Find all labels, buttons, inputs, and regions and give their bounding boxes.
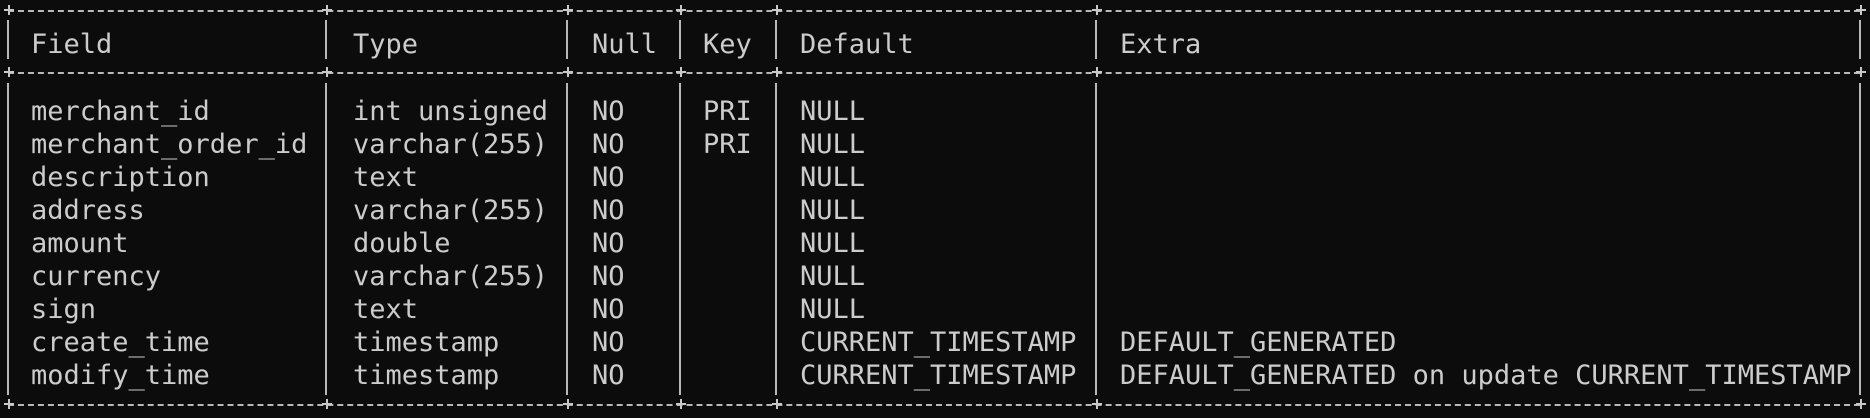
border-junction <box>563 5 573 15</box>
table-cell-default: NULL <box>800 195 866 226</box>
header-column-separator <box>566 20 568 59</box>
table-cell-default: NULL <box>800 96 866 127</box>
border-junction <box>1092 5 1102 15</box>
border-junction <box>563 67 573 77</box>
table-cell-extra: DEFAULT_GENERATED <box>1120 327 1397 358</box>
header-column-separator <box>325 20 327 59</box>
column-header-default: Default <box>800 29 914 60</box>
border-junction <box>772 399 782 409</box>
table-cell-field: description <box>31 162 210 193</box>
table-cell-null: NO <box>592 327 625 358</box>
border-junction <box>322 67 332 77</box>
border-junction <box>1856 67 1866 77</box>
table-cell-null: NO <box>592 294 625 325</box>
table-cell-default: NULL <box>800 162 866 193</box>
table-cell-null: NO <box>592 228 625 259</box>
table-top-border <box>8 10 1860 12</box>
table-cell-field: address <box>31 195 145 226</box>
header-column-separator <box>1095 20 1097 59</box>
table-cell-key: PRI <box>703 129 752 160</box>
body-column-separator <box>1859 83 1861 395</box>
header-column-separator <box>7 20 9 59</box>
border-junction <box>322 399 332 409</box>
table-cell-type: int unsigned <box>353 96 549 127</box>
border-junction <box>676 5 686 15</box>
table-cell-type: timestamp <box>353 327 500 358</box>
table-cell-type: varchar(255) <box>353 261 549 292</box>
table-cell-default: CURRENT_TIMESTAMP <box>800 327 1077 358</box>
table-cell-field: create_time <box>31 327 210 358</box>
body-column-separator <box>7 83 9 395</box>
table-bottom-border <box>8 404 1860 406</box>
column-header-null: Null <box>592 29 658 60</box>
table-cell-null: NO <box>592 129 625 160</box>
table-cell-type: text <box>353 162 419 193</box>
table-cell-default: NULL <box>800 261 866 292</box>
table-cell-field: merchant_id <box>31 96 210 127</box>
table-cell-default: NULL <box>800 228 866 259</box>
table-cell-null: NO <box>592 96 625 127</box>
border-junction <box>563 399 573 409</box>
border-junction <box>4 67 14 77</box>
table-cell-type: varchar(255) <box>353 195 549 226</box>
border-junction <box>1856 399 1866 409</box>
table-cell-type: double <box>353 228 451 259</box>
border-junction <box>676 67 686 77</box>
table-cell-type: varchar(255) <box>353 129 549 160</box>
body-column-separator <box>566 83 568 395</box>
column-header-extra: Extra <box>1120 29 1202 60</box>
border-junction <box>4 5 14 15</box>
table-cell-field: currency <box>31 261 162 292</box>
border-junction <box>772 5 782 15</box>
column-header-field: Field <box>31 29 113 60</box>
table-cell-null: NO <box>592 360 625 391</box>
table-cell-type: timestamp <box>353 360 500 391</box>
table-cell-field: modify_time <box>31 360 210 391</box>
table-cell-key: PRI <box>703 96 752 127</box>
border-junction <box>4 399 14 409</box>
describe-table-output: Field Type Null Key Default Extra merchant_id i… <box>4 5 1866 409</box>
border-junction <box>1092 67 1102 77</box>
border-junction <box>1856 5 1866 15</box>
table-cell-default: NULL <box>800 129 866 160</box>
table-cell-null: NO <box>592 261 625 292</box>
table-cell-field: sign <box>31 294 97 325</box>
table-cell-field: merchant_order_id <box>31 129 308 160</box>
table-cell-default: NULL <box>800 294 866 325</box>
table-cell-default: CURRENT_TIMESTAMP <box>800 360 1077 391</box>
column-header-type: Type <box>353 29 419 60</box>
header-column-separator <box>775 20 777 59</box>
table-cell-null: NO <box>592 162 625 193</box>
table-cell-field: amount <box>31 228 129 259</box>
header-column-separator <box>679 20 681 59</box>
body-column-separator <box>325 83 327 395</box>
border-junction <box>772 67 782 77</box>
table-header-separator <box>8 72 1860 74</box>
body-column-separator <box>679 83 681 395</box>
body-column-separator <box>1095 83 1097 395</box>
header-column-separator <box>1859 20 1861 59</box>
table-cell-null: NO <box>592 195 625 226</box>
table-cell-extra: DEFAULT_GENERATED on update CURRENT_TIME… <box>1120 360 1852 391</box>
column-header-key: Key <box>703 29 752 60</box>
table-cell-type: text <box>353 294 419 325</box>
body-column-separator <box>775 83 777 395</box>
border-junction <box>676 399 686 409</box>
border-junction <box>1092 399 1102 409</box>
border-junction <box>322 5 332 15</box>
